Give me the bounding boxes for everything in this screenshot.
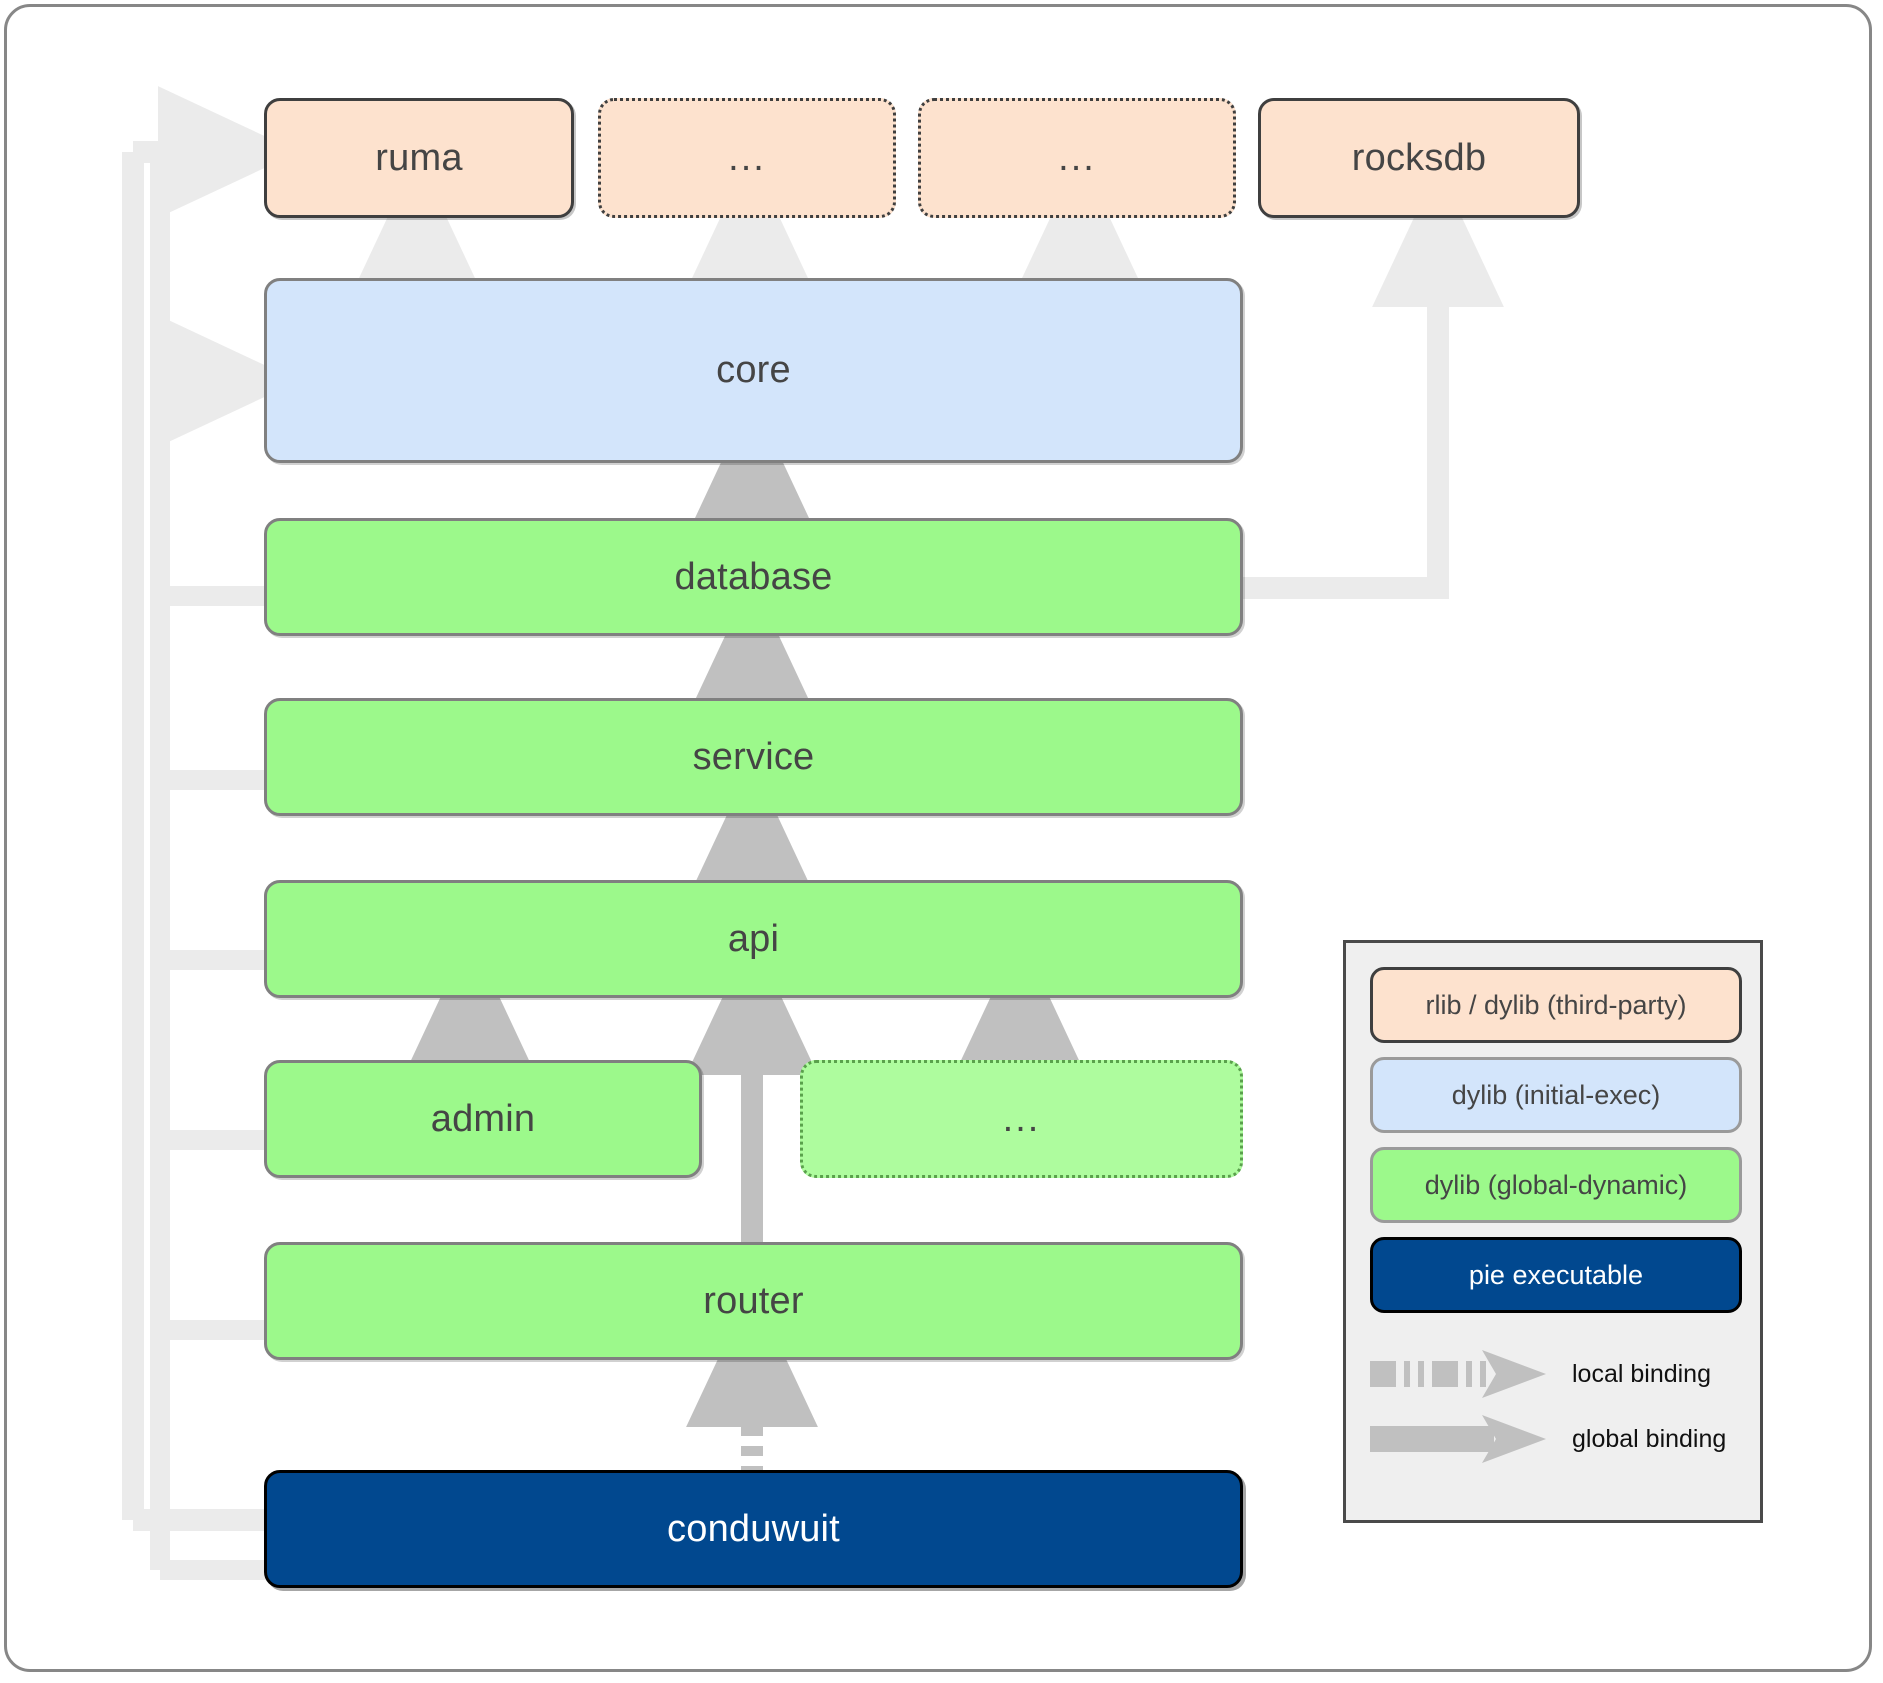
node-rocksdb[interactable]: rocksdb: [1258, 98, 1580, 218]
node-ruma[interactable]: ruma: [264, 98, 574, 218]
node-label: service: [692, 735, 815, 778]
edge-conduwuit-global-trunk: [122, 86, 299, 1580]
global-binding-arrow-icon: [1364, 1409, 1554, 1469]
node-thirdparty-placeholder-1[interactable]: ...: [598, 98, 896, 218]
node-label: database: [674, 555, 833, 598]
edge-database-rocksdb: [1243, 166, 1504, 599]
legend-chip-initial-exec: dylib (initial-exec): [1370, 1057, 1742, 1133]
node-conduwuit[interactable]: conduwuit: [264, 1470, 1243, 1588]
node-database[interactable]: database: [264, 518, 1243, 636]
node-api[interactable]: api: [264, 880, 1243, 998]
node-label: core: [716, 349, 791, 391]
legend-binding-label: global binding: [1572, 1424, 1727, 1453]
node-router[interactable]: router: [264, 1242, 1243, 1360]
legend-chip-label: pie executable: [1468, 1259, 1644, 1290]
node-label: ...: [728, 136, 766, 179]
node-label: ...: [1002, 1097, 1041, 1140]
node-label: admin: [430, 1097, 536, 1140]
node-label: ruma: [375, 136, 463, 179]
legend-chip-label: dylib (global-dynamic): [1424, 1169, 1688, 1200]
node-admin[interactable]: admin: [264, 1060, 702, 1178]
node-label: conduwuit: [667, 1507, 840, 1550]
legend-chip-third-party: rlib / dylib (third-party): [1370, 967, 1742, 1043]
node-global-placeholder[interactable]: ...: [800, 1060, 1243, 1178]
legend-panel: rlib / dylib (third-party) dylib (initia…: [1343, 940, 1763, 1523]
local-binding-arrow-icon: [1364, 1344, 1554, 1404]
legend-chip-label: dylib (initial-exec): [1451, 1079, 1661, 1110]
legend-row-local-binding: local binding: [1364, 1343, 1754, 1405]
legend-chip-label: rlib / dylib (third-party): [1425, 989, 1687, 1020]
node-label: router: [703, 1279, 804, 1322]
legend-chip-global-dynamic: dylib (global-dynamic): [1370, 1147, 1742, 1223]
legend-binding-label: local binding: [1572, 1359, 1711, 1388]
legend-row-global-binding: global binding: [1364, 1408, 1754, 1470]
node-core[interactable]: core: [264, 278, 1243, 463]
node-label: api: [727, 917, 780, 960]
node-thirdparty-placeholder-2[interactable]: ...: [918, 98, 1236, 218]
node-service[interactable]: service: [264, 698, 1243, 816]
node-label: rocksdb: [1351, 136, 1487, 179]
node-label: ...: [1058, 136, 1096, 179]
edge-core-thirdparty: [351, 154, 1146, 296]
legend-chip-pie-executable: pie executable: [1370, 1237, 1742, 1313]
